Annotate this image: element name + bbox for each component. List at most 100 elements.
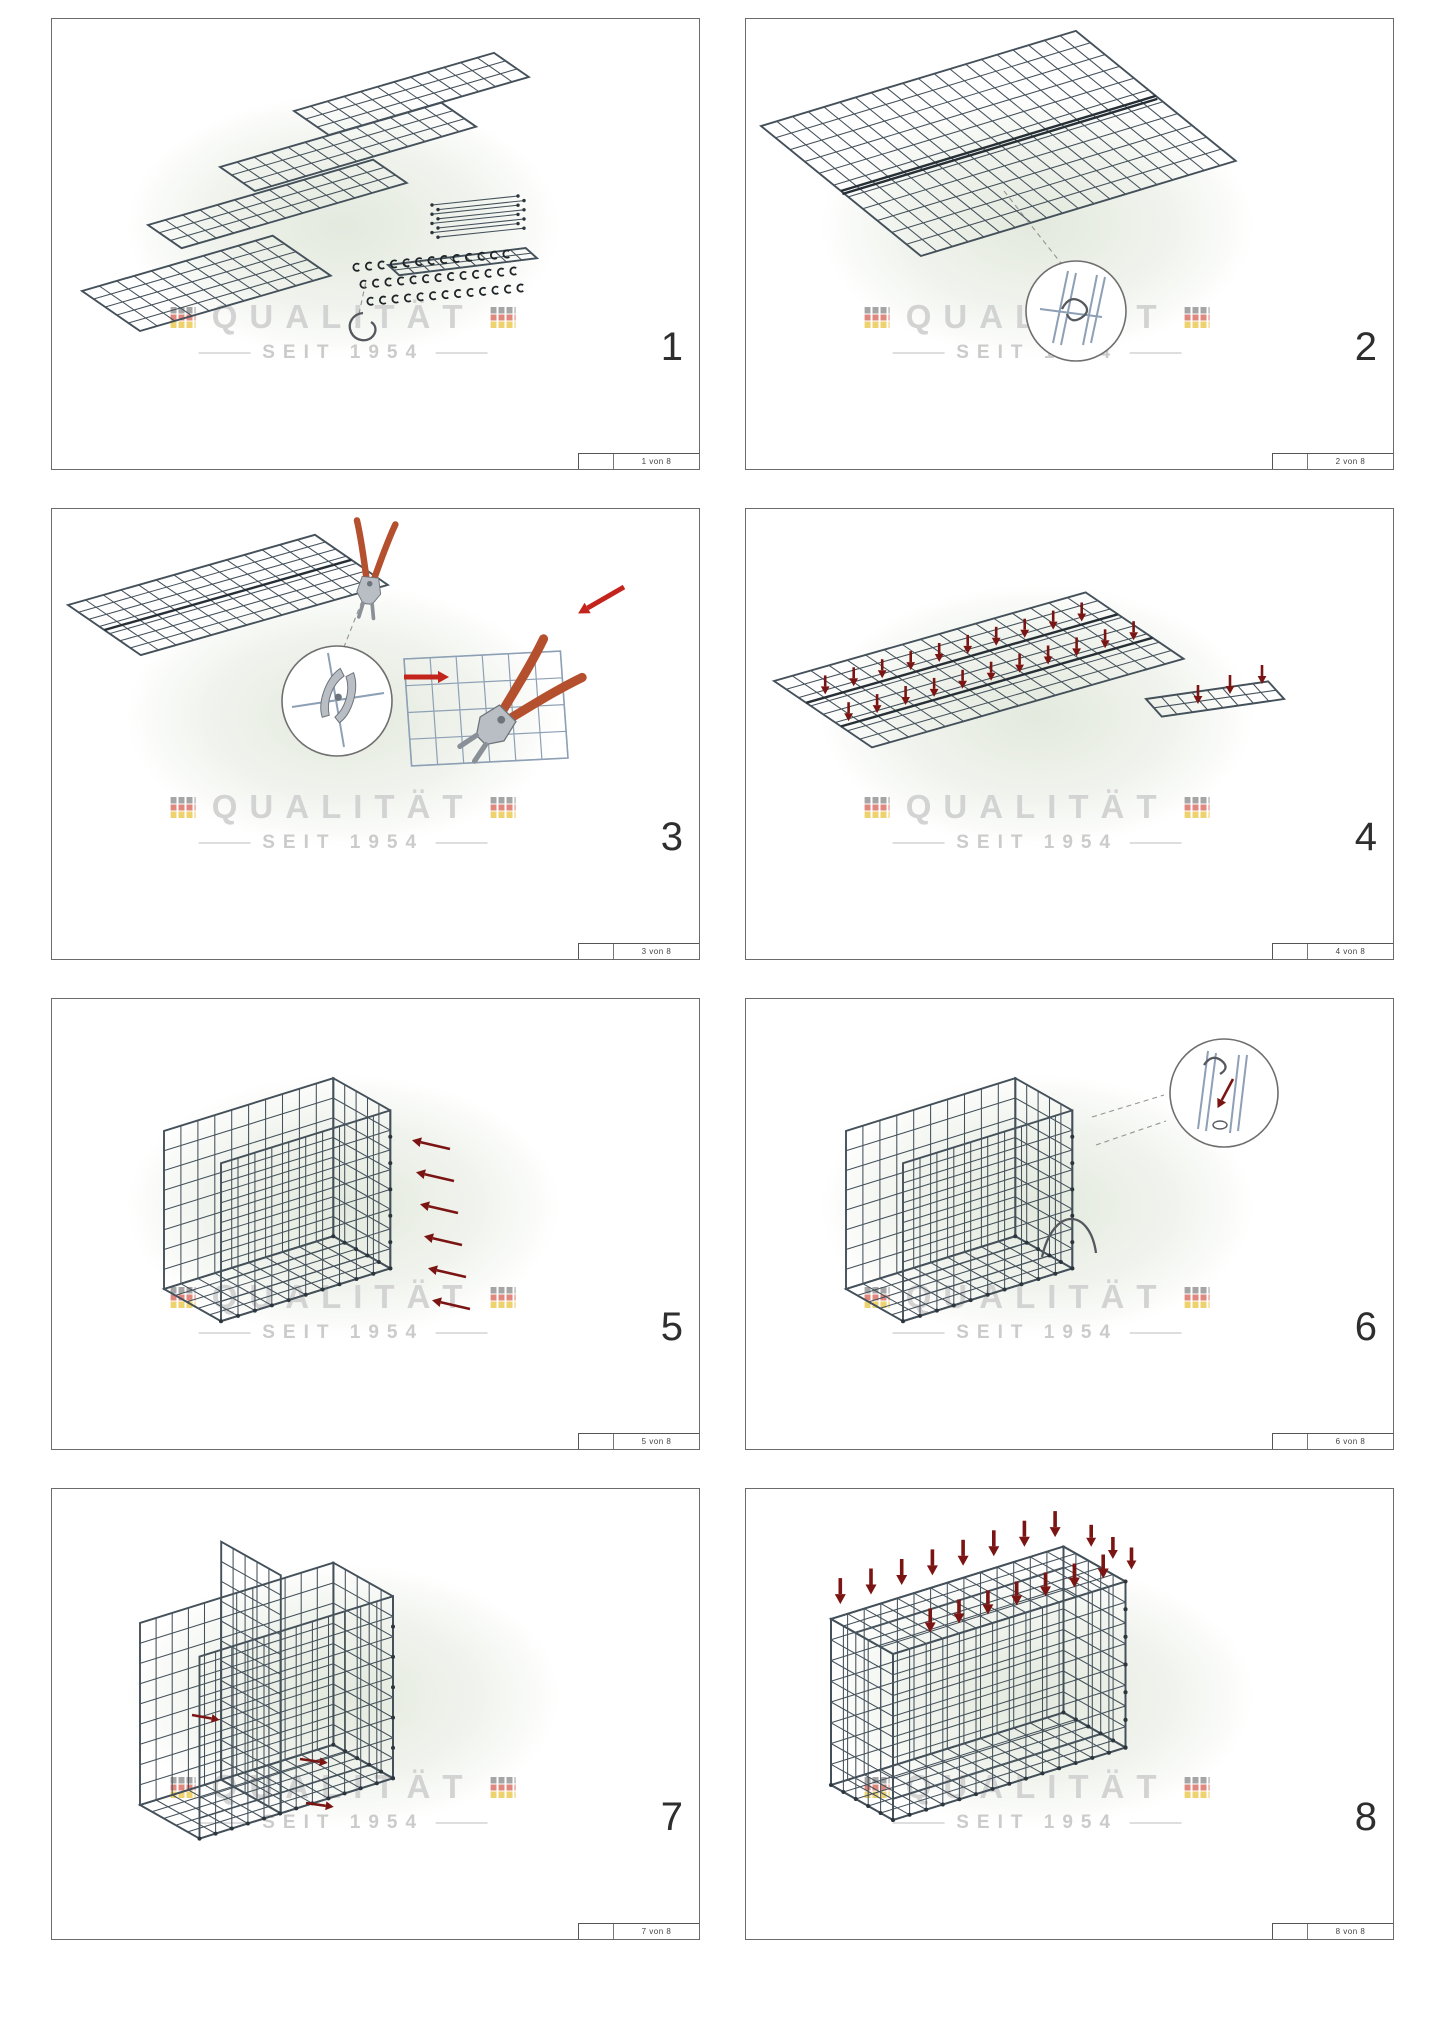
direction-arrow <box>982 1590 994 1615</box>
direction-arrow <box>896 1559 908 1585</box>
step-panel: QUALITÄT SEIT 1954 4 4 von 8 <box>745 508 1394 960</box>
direction-arrow <box>1040 1572 1051 1597</box>
clamp-tool-icon <box>320 667 357 724</box>
step-number: 7 <box>660 1795 683 1839</box>
title-block-cell <box>579 454 614 469</box>
step-panel: QUALITÄT SEIT 1954 2 2 von 8 <box>745 18 1394 470</box>
sheet-count-label: 7 von 8 <box>641 1927 672 1936</box>
direction-arrow <box>991 626 1001 646</box>
step-1-illustration <box>79 51 540 342</box>
direction-arrow <box>958 669 968 689</box>
step-number: 3 <box>660 815 683 859</box>
wire-mesh-panel <box>1014 1076 1074 1271</box>
step-number: 2 <box>1354 325 1377 369</box>
direction-arrow <box>1048 610 1058 630</box>
step-number: 5 <box>660 1305 683 1349</box>
sheet-number-block: 5 von 8 <box>578 1433 699 1449</box>
title-block-cell <box>579 1434 614 1449</box>
direction-arrow <box>844 702 853 722</box>
title-block-cell <box>579 1924 614 1939</box>
direction-arrow <box>1018 1520 1030 1547</box>
direction-arrow <box>415 1169 455 1183</box>
step-4-illustration <box>771 591 1287 749</box>
direction-arrow <box>1097 1554 1109 1579</box>
direction-arrow <box>1049 1511 1061 1538</box>
sheet-number-block: 8 von 8 <box>1272 1923 1393 1939</box>
direction-arrow <box>865 1568 877 1595</box>
direction-arrow <box>1126 1547 1137 1570</box>
step-panel: QUALITÄT SEIT 1954 6 6 von 8 <box>745 998 1394 1450</box>
sheet-count-label: 6 von 8 <box>1335 1437 1366 1446</box>
title-block-cell <box>1273 454 1308 469</box>
direction-arrow <box>926 1549 938 1576</box>
pliers-icon <box>353 517 399 621</box>
direction-arrow <box>1011 1581 1023 1606</box>
wire-mesh-panel <box>902 1109 1074 1323</box>
sheet-count-label: 3 von 8 <box>641 947 672 956</box>
step-panel: QUALITÄT SEIT 1954 5 5 von 8 <box>51 998 700 1450</box>
direction-arrow <box>411 1137 451 1151</box>
detail-view <box>1025 260 1127 362</box>
title-block-cell <box>1273 944 1308 959</box>
direction-arrow <box>419 1201 459 1215</box>
direction-arrow <box>953 1599 965 1624</box>
wire-mesh-panel <box>771 591 1186 749</box>
direction-arrow <box>820 675 830 695</box>
step-number: 4 <box>1354 815 1377 859</box>
direction-arrow <box>431 1297 471 1311</box>
direction-arrow <box>1100 629 1110 649</box>
wire-mesh-panel <box>217 101 479 193</box>
sheet-number-block: 2 von 8 <box>1272 453 1393 469</box>
direction-arrow <box>1086 1524 1097 1547</box>
sheet-count-label: 5 von 8 <box>641 1437 672 1446</box>
sheet-count-label: 1 von 8 <box>641 457 672 466</box>
direction-arrow <box>1107 1537 1118 1559</box>
step-7-illustration <box>137 1540 396 1841</box>
direction-arrow <box>1072 637 1082 657</box>
step-6-illustration <box>843 1038 1279 1324</box>
direction-arrow <box>1225 675 1235 694</box>
detail-view <box>1169 1038 1279 1148</box>
sheet-number-block: 6 von 8 <box>1272 1433 1393 1449</box>
step-8-illustration <box>828 1511 1137 1822</box>
sheet-number-block: 3 von 8 <box>578 943 699 959</box>
direction-arrow <box>963 634 973 654</box>
direction-arrow <box>929 677 939 697</box>
sheet-count-label: 8 von 8 <box>1335 1927 1366 1936</box>
step-panel: QUALITÄT SEIT 1954 8 8 von 8 <box>745 1488 1394 1940</box>
direction-arrow <box>986 661 996 681</box>
wire-mesh-panel <box>220 1540 282 1815</box>
direction-arrow <box>423 1233 463 1247</box>
direction-arrow <box>1068 1563 1080 1588</box>
direction-arrow <box>877 659 887 679</box>
direction-arrow <box>1193 685 1203 704</box>
sheet-number-block: 1 von 8 <box>578 453 699 469</box>
wire-mesh-panel <box>145 158 409 250</box>
direction-arrow <box>834 1578 846 1605</box>
wire-mesh-panel <box>332 1076 392 1271</box>
step-panel: QUALITÄT SEIT 1954 3 3 von 8 <box>51 508 700 960</box>
direction-arrow <box>578 584 626 614</box>
wire-mesh-panel <box>332 1561 394 1780</box>
direction-arrow <box>191 1713 220 1723</box>
step-3-illustration <box>65 517 626 767</box>
direction-arrow <box>1043 645 1053 665</box>
direction-arrow <box>1257 665 1267 684</box>
direction-arrow <box>404 670 449 684</box>
detail-view <box>281 645 393 757</box>
title-block-cell <box>1273 1924 1308 1939</box>
direction-arrow <box>906 651 916 671</box>
step-2-illustration <box>759 29 1238 362</box>
wire-mesh-panel <box>79 234 333 333</box>
direction-arrow <box>934 643 944 662</box>
direction-arrow <box>299 1757 328 1767</box>
direction-arrow <box>901 686 911 705</box>
direction-arrow <box>1015 653 1025 673</box>
step-panel: QUALITÄT SEIT 1954 1 1 von 8 <box>51 18 700 470</box>
wire-mesh-panel <box>220 1109 392 1323</box>
step-5-illustration <box>161 1076 471 1324</box>
direction-arrow <box>872 694 882 714</box>
direction-arrow <box>1077 602 1087 622</box>
sheet-count-label: 2 von 8 <box>1335 457 1366 466</box>
